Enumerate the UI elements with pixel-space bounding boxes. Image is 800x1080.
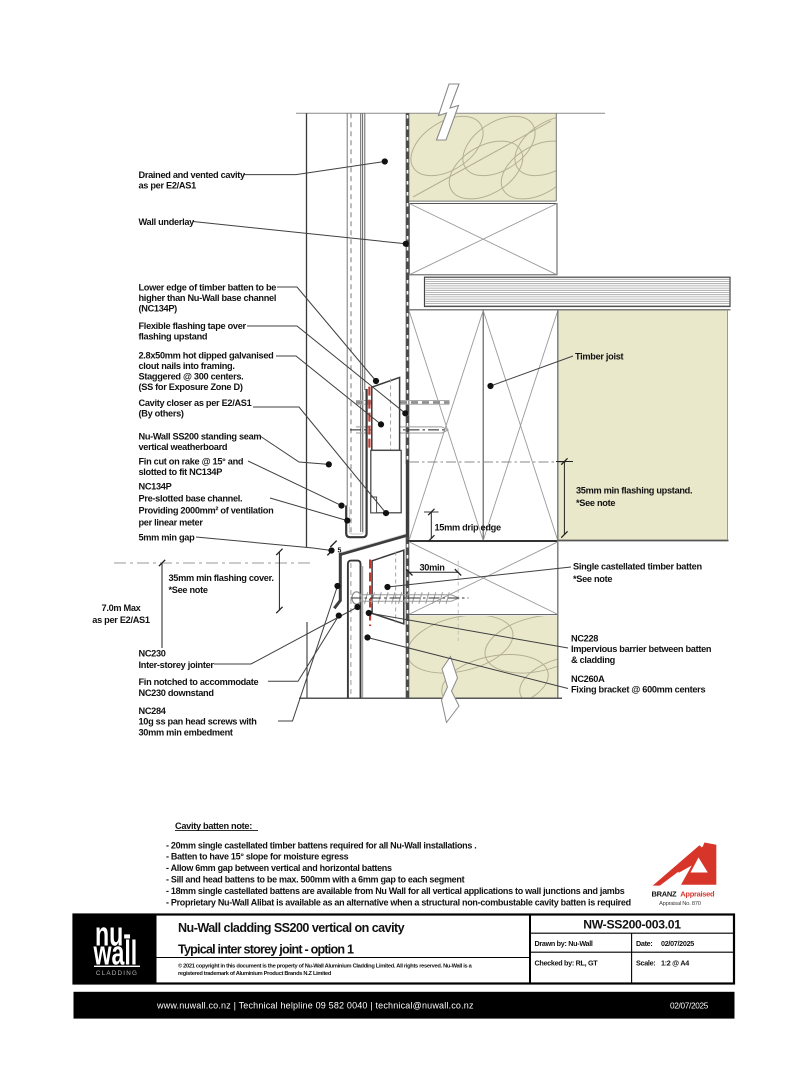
svg-text:2.8x50mm hot dipped galvanised: 2.8x50mm hot dipped galvanised — [139, 351, 274, 361]
svg-text:02/07/2025: 02/07/2025 — [670, 1002, 709, 1011]
svg-text:Checked by: RL, GT: Checked by: RL, GT — [535, 959, 599, 968]
svg-text:35mm min flashing cover.: 35mm min flashing cover. — [169, 573, 274, 583]
svg-text:NC134P: NC134P — [139, 482, 172, 492]
svg-text:higher than Nu-Wall base chann: higher than Nu-Wall base channel — [139, 293, 277, 303]
svg-text:NC260A: NC260A — [571, 674, 605, 684]
svg-text:Flexible flashing tape over: Flexible flashing tape over — [139, 321, 247, 331]
svg-text:5mm min gap: 5mm min gap — [139, 532, 196, 542]
svg-text:Staggered @ 300 centers.: Staggered @ 300 centers. — [139, 372, 244, 382]
svg-text:BRANZ: BRANZ — [652, 890, 677, 899]
svg-text:(By others): (By others) — [139, 409, 184, 419]
svg-text:as per E2/AS1: as per E2/AS1 — [139, 181, 197, 191]
svg-text:1:2 @ A4: 1:2 @ A4 — [661, 959, 689, 968]
svg-text:30mm min embedment: 30mm min embedment — [139, 727, 233, 737]
svg-text:registered trademark of Alumin: registered trademark of Aluminium Produc… — [178, 971, 332, 977]
svg-text:Pre-slotted base channel.: Pre-slotted base channel. — [139, 494, 243, 504]
svg-text:& cladding: & cladding — [571, 655, 615, 665]
svg-text:Typical inter storey joint - o: Typical inter storey joint - option 1 — [178, 943, 354, 957]
svg-text:- Batten to have 15° slope for: - Batten to have 15° slope for moisture … — [166, 852, 349, 862]
svg-text:Fin notched to accommodate: Fin notched to accommodate — [139, 677, 259, 687]
svg-text:Fin cut on rake @ 15° and: Fin cut on rake @ 15° and — [139, 457, 244, 467]
svg-text:Appraised: Appraised — [680, 890, 715, 899]
svg-text:15mm drip edge: 15mm drip edge — [435, 522, 501, 532]
svg-text:30min: 30min — [420, 562, 446, 572]
svg-text:© 2021 copyright in this docum: © 2021 copyright in this document is the… — [178, 963, 473, 970]
svg-text:slotted to fit NC134P: slotted to fit NC134P — [139, 467, 223, 477]
svg-text:Date:: Date: — [636, 939, 652, 948]
svg-text:(SS for Exposure Zone D): (SS for Exposure Zone D) — [139, 382, 243, 392]
svg-text:*See note: *See note — [573, 574, 612, 584]
svg-text:Scale:: Scale: — [636, 959, 655, 968]
svg-text:Providing 2000mm² of ventilati: Providing 2000mm² of ventilation — [139, 506, 275, 516]
svg-text:Fixing bracket @ 600mm centers: Fixing bracket @ 600mm centers — [571, 684, 705, 694]
svg-text:NC230 downstand: NC230 downstand — [139, 688, 214, 698]
svg-text:- Sill and head battens to be: - Sill and head battens to be max. 500mm… — [166, 875, 465, 885]
svg-text:- 18mm single castellated batt: - 18mm single castellated battens are av… — [166, 886, 625, 896]
svg-text:NC228: NC228 — [571, 633, 598, 643]
svg-text:per linear meter: per linear meter — [139, 518, 204, 528]
svg-text:CLADDING: CLADDING — [96, 970, 138, 977]
svg-text:Appraisal No. 870: Appraisal No. 870 — [659, 901, 702, 907]
svg-text:NC284: NC284 — [139, 706, 167, 716]
svg-text:10g ss pan head screws with: 10g ss pan head screws with — [139, 717, 258, 727]
svg-text:Nu-Wall cladding SS200 vertica: Nu-Wall cladding SS200 vertical on cavit… — [178, 921, 405, 935]
svg-text:nu-: nu- — [95, 916, 131, 953]
svg-text:Impervious barrier between bat: Impervious barrier between batten — [571, 644, 712, 654]
svg-text:clout nails into framing.: clout nails into framing. — [139, 361, 235, 371]
svg-text:5: 5 — [338, 548, 342, 555]
svg-text:Cavity closer as per E2/AS1: Cavity closer as per E2/AS1 — [139, 398, 252, 408]
svg-text:*See note: *See note — [576, 498, 615, 508]
svg-text:vertical weatherboard: vertical weatherboard — [139, 442, 228, 452]
svg-text:Inter-storey jointer: Inter-storey jointer — [139, 660, 215, 670]
svg-text:NW-SS200-003.01: NW-SS200-003.01 — [583, 918, 681, 932]
svg-text:- 20mm single castellated timb: - 20mm single castellated timber battens… — [166, 840, 476, 850]
svg-text:- Allow 6mm gap between vertic: - Allow 6mm gap between vertical and hor… — [166, 863, 392, 873]
svg-text:(NC134P): (NC134P) — [139, 304, 178, 314]
svg-text:*See note: *See note — [169, 585, 208, 595]
svg-text:NC230: NC230 — [139, 648, 166, 658]
svg-text:as per E2/AS1: as per E2/AS1 — [92, 615, 150, 625]
svg-text:35mm min flashing upstand.: 35mm min flashing upstand. — [576, 486, 692, 496]
svg-text:flashing upstand: flashing upstand — [139, 332, 208, 342]
svg-text:02/07/2025: 02/07/2025 — [661, 939, 694, 948]
svg-text:Drawn by: Nu-Wall: Drawn by: Nu-Wall — [535, 939, 593, 948]
svg-text:- Proprietary Nu-Wall Alibat i: - Proprietary Nu-Wall Alibat is availabl… — [166, 897, 631, 907]
svg-text:Wall underlay: Wall underlay — [139, 217, 196, 227]
svg-text:Lower edge of timber batten to: Lower edge of timber batten to be — [139, 283, 277, 293]
svg-text:Cavity batten note:: Cavity batten note: — [175, 821, 252, 831]
svg-text:7.0m Max: 7.0m Max — [102, 603, 142, 613]
svg-text:Single castellated timber batt: Single castellated timber batten — [573, 562, 702, 572]
svg-text:Drained and vented cavity: Drained and vented cavity — [139, 170, 247, 180]
svg-text:wall: wall — [93, 935, 137, 972]
svg-text:www.nuwall.co.nz | Technical: www.nuwall.co.nz | Technical helpline 09… — [156, 1001, 474, 1011]
svg-text:Timber joist: Timber joist — [575, 352, 624, 362]
svg-text:Nu-Wall SS200 standing seam: Nu-Wall SS200 standing seam — [139, 432, 262, 442]
